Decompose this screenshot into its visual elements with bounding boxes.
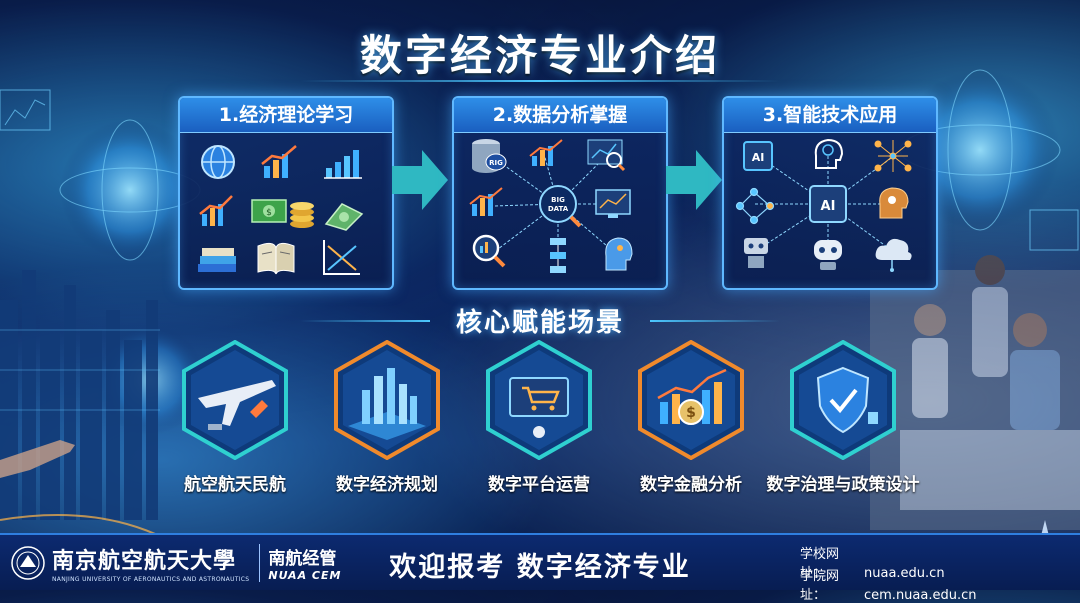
svg-text:BIG: BIG xyxy=(551,196,565,204)
url-label: 学院网址： xyxy=(800,569,840,603)
arrow-right-icon xyxy=(392,150,448,210)
scenario-label: 数字治理与政策设计 xyxy=(766,475,920,495)
school-url-row: 学校网址： nuaa.edu.cn xyxy=(800,543,945,581)
college-name-en: NUAA CEM xyxy=(268,569,342,582)
growth-chart-icon xyxy=(324,150,362,179)
college-brand: 南航经管 NUAA CEM xyxy=(259,544,341,582)
college-name-cn: 南航经管 xyxy=(268,549,337,569)
brain-icon xyxy=(814,138,844,169)
step-title: 1.经济理论学习 xyxy=(180,98,392,133)
database-icon: RIG xyxy=(472,139,507,173)
section-title: 核心赋能场景 xyxy=(455,308,624,338)
section-line-left xyxy=(300,320,430,322)
arrow-right-icon xyxy=(666,150,722,210)
network-icon xyxy=(735,187,775,225)
analytics-chart-icon xyxy=(529,139,563,166)
page-title: 数字经济专业介绍 xyxy=(359,31,720,80)
university-seal-icon xyxy=(11,546,45,580)
ai-head-icon xyxy=(605,237,633,271)
step-panel-economic-theory: 1.经济理论学习 xyxy=(178,96,394,290)
ai-chip-icon: AI xyxy=(743,141,773,171)
airplane-rocket-icon xyxy=(182,340,288,460)
step-panel-intelligent-tech: 3.智能技术应用 AI xyxy=(722,96,938,290)
robot-head-icon xyxy=(814,240,842,270)
neural-net-icon xyxy=(874,140,912,172)
svg-text:AI: AI xyxy=(821,199,836,214)
ai-core-icon: AI xyxy=(809,185,847,223)
footer-slogan: 欢迎报考 数字经济专业 xyxy=(389,552,691,583)
search-icon xyxy=(472,234,506,268)
footer: 南京航空航天大學 NANJING UNIVERSITY OF AERONAUTI… xyxy=(0,533,1080,603)
step-title: 3.智能技术应用 xyxy=(724,98,936,133)
books-icon xyxy=(198,248,236,272)
coins-icon xyxy=(290,202,314,228)
svg-text:$: $ xyxy=(266,208,272,218)
scenario-label: 数字经济规划 xyxy=(336,475,438,495)
big-data-icon: BIG DATA xyxy=(539,185,582,228)
school-name-en: NANJING UNIVERSITY OF AERONAUTICS AND AS… xyxy=(52,576,250,583)
step-title: 2.数据分析掌握 xyxy=(454,98,666,133)
section-line-right xyxy=(650,320,780,322)
step-1-icons: $ xyxy=(198,145,364,275)
svg-text:$: $ xyxy=(686,405,696,421)
globe-icon xyxy=(201,145,235,179)
svg-text:AI: AI xyxy=(752,151,765,164)
scenario-label: 数字金融分析 xyxy=(640,475,742,495)
money-icon: $ xyxy=(251,199,287,223)
scenario-label: 航空航天民航 xyxy=(184,475,286,495)
college-url-link[interactable]: cem.nuaa.edu.cn xyxy=(864,588,977,603)
robot-icon xyxy=(744,238,768,268)
cloud-icon xyxy=(875,238,912,272)
open-book-icon xyxy=(257,242,295,275)
school-brand: 南京航空航天大學 NANJING UNIVERSITY OF AERONAUTI… xyxy=(10,543,341,583)
step-2-icons: RIG BIG DATA xyxy=(469,139,633,273)
title-underline xyxy=(300,80,780,82)
ecommerce-platform-icon xyxy=(486,340,592,460)
svg-text:RIG: RIG xyxy=(489,159,503,167)
bar-chart-icon xyxy=(261,145,297,178)
hand-decoration xyxy=(0,440,75,478)
cash-stack-icon xyxy=(324,203,364,231)
step-3-icons: AI AI xyxy=(735,138,912,272)
background-decoration xyxy=(0,69,1080,581)
brain-circuit-icon xyxy=(879,187,909,219)
finance-analysis-icon: $ xyxy=(638,340,744,460)
bar-chart-icon xyxy=(469,187,503,216)
governance-shield-icon xyxy=(790,340,896,460)
scenario-label: 数字平台运营 xyxy=(488,475,590,495)
magnifier-chart-icon xyxy=(587,139,626,172)
college-url-row: 学院网址： cem.nuaa.edu.cn xyxy=(800,565,977,603)
flowchart-icon xyxy=(550,238,566,273)
school-url-link[interactable]: nuaa.edu.cn xyxy=(864,566,945,581)
monitor-chart-icon xyxy=(595,189,631,218)
smart-city-icon xyxy=(334,340,440,460)
url-label: 学校网址： xyxy=(800,547,840,581)
line-chart-icon xyxy=(199,195,233,226)
svg-text:DATA: DATA xyxy=(548,205,569,213)
supply-demand-icon xyxy=(323,240,360,275)
step-panel-data-analysis: 2.数据分析掌握 RIG xyxy=(452,96,668,290)
school-name-cn: 南京航空航天大學 xyxy=(52,548,237,574)
